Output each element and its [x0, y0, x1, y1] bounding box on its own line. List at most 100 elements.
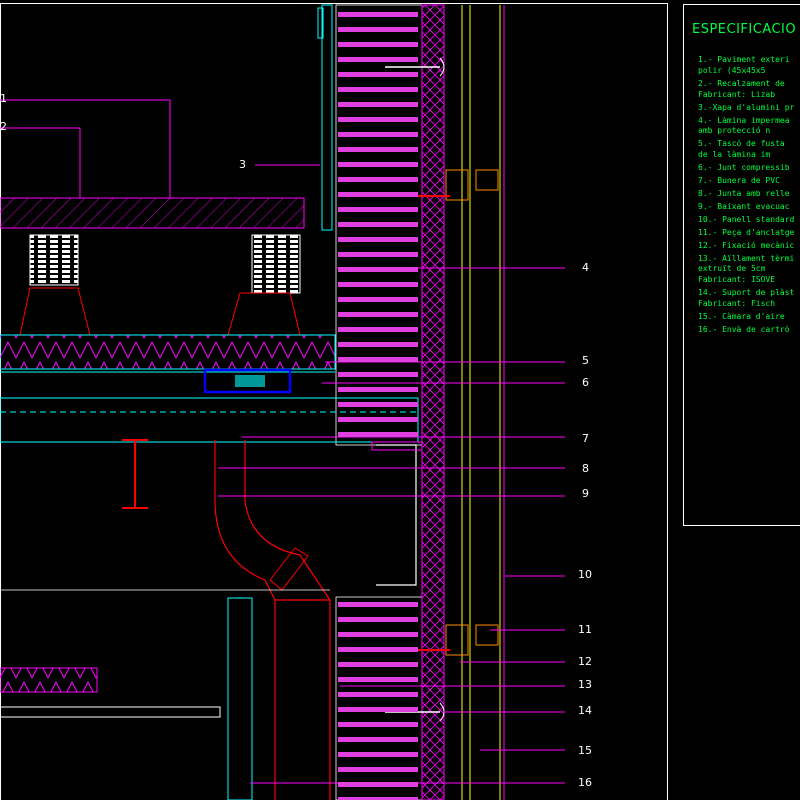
brick-course: [338, 57, 418, 62]
brick-course: [338, 662, 418, 667]
brick-course: [338, 297, 418, 302]
callout-15: 15: [578, 744, 592, 757]
callout-9: 9: [582, 487, 589, 500]
brick-course: [338, 387, 418, 392]
brick-course: [338, 647, 418, 652]
spec-line: 9.- Baixant evacuac: [698, 201, 790, 211]
brick-course: [338, 192, 418, 197]
anchor-lower: [410, 624, 499, 656]
callout-4: 4: [582, 261, 589, 274]
thermal-insulation-layer: [421, 4, 445, 800]
brick-courses-lower: [338, 602, 418, 800]
spec-line: 11.- Peça d'anclatge: [698, 227, 795, 237]
brick-course: [338, 282, 418, 287]
brick-course: [338, 342, 418, 347]
drawing-frame: [0, 3, 668, 800]
callout-12: 12: [578, 655, 592, 668]
spec-line: 16.- Envà de cartrò: [698, 324, 790, 334]
brick-course: [338, 767, 418, 772]
pedestal-right: [227, 234, 301, 336]
spec-line: 2.- Recalzament de: [698, 78, 785, 88]
spec-line: polir (45x45x5: [698, 65, 766, 75]
spec-line: Fabricant: ISOVE: [698, 275, 776, 285]
callout-11: 11: [578, 623, 592, 636]
brick-course: [338, 722, 418, 727]
callout-6: 6: [582, 376, 589, 389]
brick-course: [338, 132, 418, 137]
spec-line: 12.- Fixació mecànic: [698, 240, 795, 250]
brick-course: [338, 102, 418, 107]
callout-7: 7: [582, 432, 589, 445]
spec-line: de la làmina im: [698, 150, 771, 160]
spec-line: 15.- Càmara d'aire: [698, 312, 785, 322]
spec-line: 6.- Junt compressib: [698, 163, 790, 173]
brick-course: [338, 252, 418, 257]
spec-line: 1.- Paviment exteri: [698, 55, 790, 64]
spec-line: Fabricant: Lizab: [698, 89, 776, 99]
brick-course: [338, 72, 418, 77]
exterior-paving-slab: [0, 197, 305, 229]
brick-course: [338, 357, 418, 362]
callout-8: 8: [582, 462, 589, 475]
callout-16: 16: [578, 776, 592, 789]
pedestal-left: [19, 234, 91, 336]
spec-line: amb protecció n: [698, 126, 771, 136]
brick-course: [338, 237, 418, 242]
spec-line: 5.- Tascó de fusta: [698, 139, 785, 149]
callout-13: 13: [578, 678, 592, 691]
brick-course: [338, 177, 418, 182]
brick-courses-upper: [338, 12, 418, 437]
spec-line: 3.-Xapa d'alumini pr: [698, 102, 795, 112]
brick-course: [338, 267, 418, 272]
brick-course: [338, 147, 418, 152]
brick-course: [338, 117, 418, 122]
brick-course: [338, 207, 418, 212]
brick-course: [338, 432, 418, 437]
brick-course: [338, 417, 418, 422]
brick-course: [338, 602, 418, 607]
brick-course: [338, 752, 418, 757]
ceiling-slab: [0, 706, 221, 718]
waterproof-membrane: [0, 334, 336, 370]
spec-line: extruït de 5cm: [698, 264, 766, 274]
callout-1: 1: [0, 92, 7, 105]
callout-14: 14: [578, 704, 592, 717]
spec-title: ESPECIFICACIO: [692, 22, 797, 37]
spec-line: 14.- Suport de plàst: [698, 288, 795, 298]
brick-course: [338, 782, 418, 787]
brick-course: [338, 12, 418, 17]
plastic-support-upper: [385, 57, 445, 77]
spec-line: 13.- Aïllament tèrmi: [698, 253, 795, 263]
brick-course: [338, 797, 418, 800]
brick-course: [338, 677, 418, 682]
brick-course: [338, 737, 418, 742]
brick-course: [338, 617, 418, 622]
suspended-insulation: [0, 667, 98, 693]
brick-course: [338, 402, 418, 407]
brick-course: [338, 87, 418, 92]
spec-line: 7.- Bunera de PVC: [698, 176, 780, 186]
spec-list: 1.- Paviment exteri polir (45x45x5 2.- R…: [698, 55, 794, 336]
spec-line: Fabricant: Fisch: [698, 299, 776, 309]
callout-3: 3: [239, 158, 246, 171]
downpipe: [214, 440, 331, 800]
spec-line: 4.- Làmina impermea: [698, 115, 790, 125]
spec-line: 10.- Panell standard: [698, 214, 795, 224]
brick-course: [338, 42, 418, 47]
specification-panel: ESPECIFICACIO 1.- Paviment exteri polir …: [683, 4, 800, 526]
brick-course: [338, 372, 418, 377]
callout-5: 5: [582, 354, 589, 367]
callout-10: 10: [578, 568, 592, 581]
parapet-coping: [317, 4, 333, 231]
facade-panel-profile: [376, 444, 417, 586]
brick-course: [338, 312, 418, 317]
pvc-drain-outlet: [203, 368, 292, 394]
brick-course: [338, 27, 418, 32]
brick-course: [338, 162, 418, 167]
brick-course: [338, 222, 418, 227]
downpipe-elbow: [269, 547, 309, 591]
brick-course: [338, 632, 418, 637]
callout-2: 2: [0, 120, 7, 133]
drywall-partition: [227, 597, 253, 800]
